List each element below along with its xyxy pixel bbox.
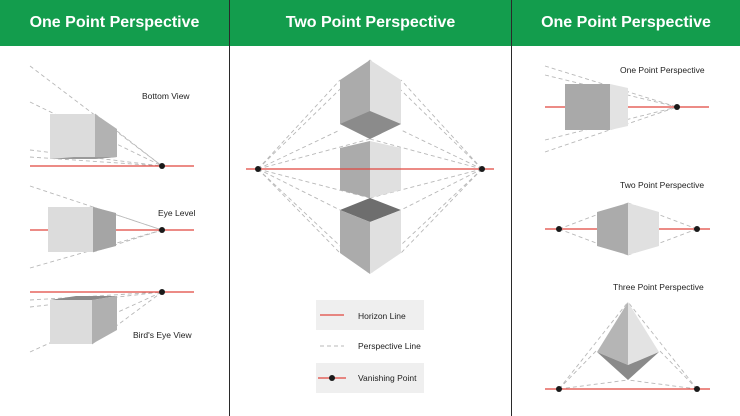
bottom-view-diagram [29, 65, 194, 169]
vanishing-point [159, 227, 165, 233]
cube-bottom-face [597, 352, 659, 380]
diagram-art: .pl { stroke: #b8b8b8; stroke-width: 0.9… [29, 59, 710, 392]
two-point-diagram [246, 59, 494, 275]
cube-bottom-face [340, 111, 401, 139]
vanishing-point-right [694, 386, 700, 392]
legend-vanishing-dot [329, 375, 335, 381]
cube-front [565, 84, 610, 130]
legend-horizon-label: Horizon Line [358, 311, 406, 321]
left-panel-title: One Point Perspective [29, 14, 200, 31]
cube-left-face [340, 210, 370, 274]
right-three-point-diagram [545, 301, 710, 392]
vanishing-point [159, 163, 165, 169]
label-birds-eye-view: Bird's Eye View [133, 330, 192, 340]
vanishing-point [674, 104, 680, 110]
header-right: One Point Perspective [512, 0, 740, 46]
right-panel-title: One Point Perspective [541, 14, 711, 31]
cube-front [48, 207, 93, 252]
middle-panel-title: Two Point Perspective [285, 14, 456, 31]
vanishing-point-right [479, 166, 485, 172]
label-right-one-point: One Point Perspective [620, 65, 705, 75]
cube-left-face [597, 203, 628, 255]
vanishing-point [159, 289, 165, 295]
cube-right-face [628, 203, 659, 255]
eye-level-diagram [29, 185, 194, 269]
cube-side [92, 296, 117, 344]
right-two-point-diagram [545, 202, 710, 256]
header-middle: Two Point Perspective [230, 0, 511, 46]
legend-perspective-label: Perspective Line [358, 341, 421, 351]
cube-side [95, 114, 117, 159]
label-eye-level: Eye Level [158, 208, 196, 218]
legend [318, 314, 346, 381]
cube-front [50, 300, 92, 344]
header-left: One Point Perspective [0, 0, 229, 46]
label-bottom-view: Bottom View [142, 91, 190, 101]
label-right-three-point: Three Point Perspective [613, 282, 704, 292]
vanishing-point-right [694, 226, 700, 232]
cube-top [50, 296, 117, 300]
divider-right [511, 0, 512, 416]
right-one-point-diagram [544, 65, 709, 153]
vanishing-point-left [255, 166, 261, 172]
cube-top-face [340, 198, 401, 222]
cube-side [93, 207, 116, 252]
birds-eye-diagram [29, 289, 194, 353]
legend-vanishing-label: Vanishing Point [358, 373, 417, 383]
cube-front [50, 114, 95, 159]
divider-left [229, 0, 230, 416]
cube-bottom [50, 157, 117, 159]
cube-left-face [597, 302, 628, 365]
vanishing-point-left [556, 226, 562, 232]
cube-right-face [628, 302, 659, 365]
cube-right-face [370, 210, 401, 274]
cube-side [610, 84, 628, 130]
vanishing-point-left [556, 386, 562, 392]
label-right-two-point: Two Point Perspective [620, 180, 705, 190]
